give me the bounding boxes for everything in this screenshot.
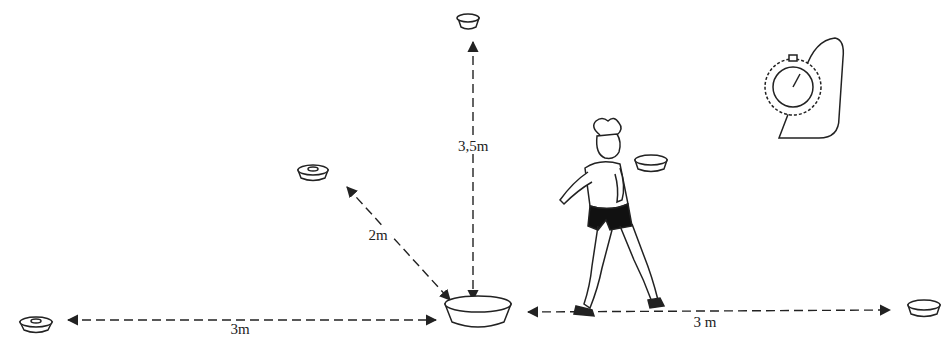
bowl	[635, 155, 667, 172]
stopwatch-hand	[765, 38, 843, 138]
bowl	[457, 14, 479, 29]
dimension-line	[472, 42, 473, 300]
dimension-label: 2m	[366, 227, 391, 243]
child-figure	[560, 118, 664, 316]
center-bowl	[445, 296, 511, 327]
dimension-label: 3,5m	[455, 138, 491, 154]
bowl	[298, 165, 328, 181]
dimension-line	[347, 187, 450, 300]
dimension-label: 3 m	[691, 314, 720, 330]
dimension-label: 3m	[228, 321, 253, 337]
bowl	[20, 317, 52, 333]
bowl	[908, 300, 940, 317]
